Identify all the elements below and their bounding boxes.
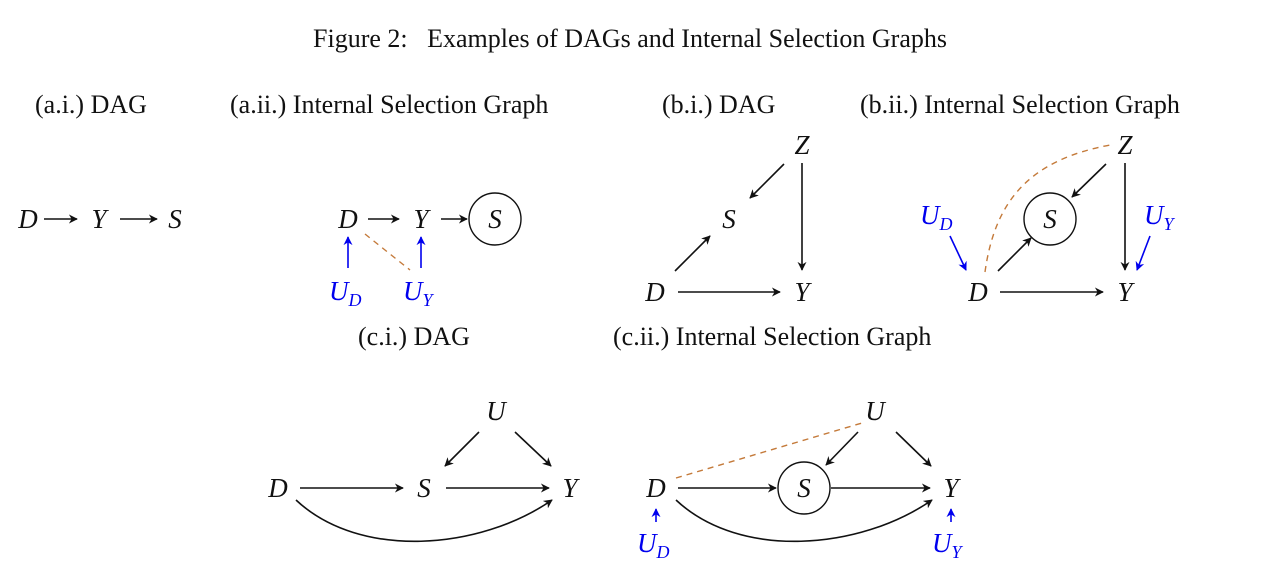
panel-b-i-graph: Z S D Y bbox=[644, 130, 812, 307]
panel-label-a-i: (a.i.) DAG bbox=[35, 90, 147, 119]
node-u-y: UY bbox=[1144, 200, 1176, 234]
edge-uy-to-y bbox=[1135, 235, 1151, 271]
node-s: S bbox=[722, 204, 736, 234]
panel-label-c-i: (c.i.) DAG bbox=[358, 322, 470, 351]
node-u-y: UY bbox=[932, 528, 964, 562]
edge-z-to-s bbox=[1071, 163, 1107, 198]
panel-a-ii-graph: D Y S UD UY bbox=[329, 192, 522, 310]
panel-label-a-ii: (a.ii.) Internal Selection Graph bbox=[230, 90, 548, 119]
correlation-ud-uy bbox=[364, 233, 411, 271]
node-s: S bbox=[488, 204, 502, 234]
node-u-d: UD bbox=[637, 528, 670, 562]
edge-ud-to-d bbox=[949, 235, 967, 271]
node-u: U bbox=[486, 396, 507, 426]
node-y: Y bbox=[562, 473, 580, 503]
panel-label-c-ii: (c.ii.) Internal Selection Graph bbox=[613, 322, 931, 351]
node-s: S bbox=[797, 473, 811, 503]
edge-d-to-y-curved bbox=[675, 499, 933, 543]
node-d: D bbox=[17, 204, 38, 234]
edge-u-to-y bbox=[514, 431, 552, 467]
node-s: S bbox=[417, 473, 431, 503]
node-s: S bbox=[1043, 204, 1057, 234]
node-u-d: UD bbox=[329, 276, 362, 310]
node-d: D bbox=[967, 277, 988, 307]
correlation-d-z bbox=[984, 144, 1111, 273]
node-d: D bbox=[644, 277, 665, 307]
node-s: S bbox=[168, 204, 182, 234]
edge-u-to-s bbox=[825, 431, 859, 466]
selection-circle bbox=[777, 461, 831, 515]
node-y: Y bbox=[794, 277, 812, 307]
figure-title: Figure 2: Examples of DAGs and Internal … bbox=[313, 24, 947, 53]
edge-u-to-y bbox=[895, 431, 932, 467]
node-d: D bbox=[645, 473, 666, 503]
edge-u-to-s bbox=[444, 431, 480, 467]
node-u-y: UY bbox=[403, 276, 435, 310]
node-d: D bbox=[267, 473, 288, 503]
panel-b-ii-graph: Z S D Y UD UY bbox=[920, 130, 1176, 307]
edge-d-to-y-curved bbox=[295, 499, 553, 543]
panel-a-i-graph: D Y S bbox=[17, 204, 182, 234]
selection-circle bbox=[1023, 192, 1077, 246]
panel-label-b-i: (b.i.) DAG bbox=[662, 90, 775, 119]
node-z: Z bbox=[1117, 130, 1133, 160]
panel-label-b-ii: (b.ii.) Internal Selection Graph bbox=[860, 90, 1180, 119]
selection-circle bbox=[468, 192, 522, 246]
node-y: Y bbox=[1117, 277, 1135, 307]
node-y: Y bbox=[943, 473, 961, 503]
node-d: D bbox=[337, 204, 358, 234]
node-u-d: UD bbox=[920, 200, 953, 234]
panel-c-ii-graph: U D S Y UD UY bbox=[637, 396, 964, 562]
node-u: U bbox=[865, 396, 886, 426]
edge-z-to-s bbox=[749, 163, 785, 199]
panel-c-i-graph: U D S Y bbox=[267, 396, 580, 543]
correlation-d-u bbox=[675, 422, 863, 479]
node-y: Y bbox=[413, 204, 431, 234]
node-z: Z bbox=[794, 130, 810, 160]
edge-d-to-s bbox=[997, 237, 1032, 272]
edge-d-to-s bbox=[674, 235, 711, 272]
node-y: Y bbox=[91, 204, 109, 234]
